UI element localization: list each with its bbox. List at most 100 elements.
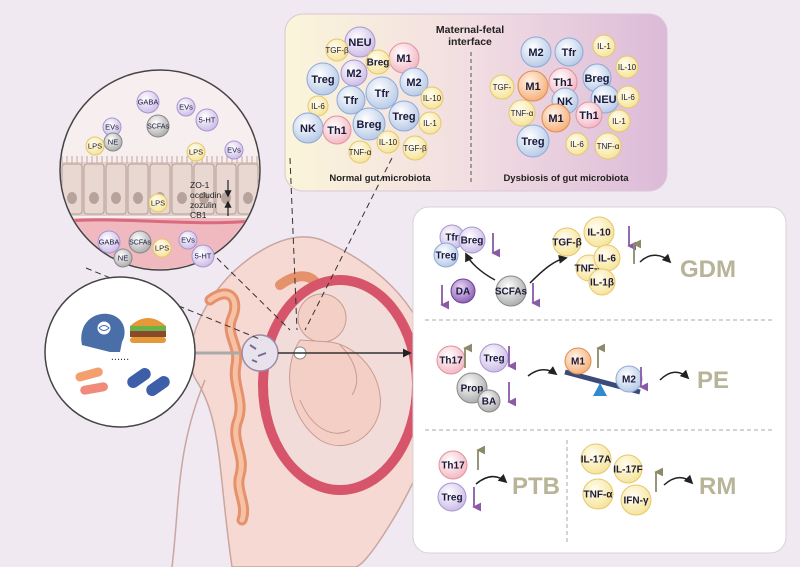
cell-evs: EVs <box>176 97 196 117</box>
cell-5-ht: 5-HT <box>195 108 219 132</box>
cell-label: GABA <box>99 238 120 247</box>
cell-il-10: IL-10 <box>583 216 615 248</box>
interface-title-line1: Maternal-fetal <box>436 24 504 36</box>
cell-label: LPS <box>155 244 169 253</box>
cell-body <box>348 140 372 164</box>
cell-body <box>376 130 400 154</box>
cell-body <box>450 278 476 304</box>
cell-body <box>325 38 349 62</box>
cell-body <box>554 37 584 67</box>
cell-body <box>613 454 643 484</box>
cell-body <box>420 86 444 110</box>
maternal-fetal-interface-panel: Maternal-fetal interface Normal gut micr… <box>284 13 668 192</box>
ellipsis-text: ...... <box>111 351 129 363</box>
cell-label: IL-6 <box>598 254 616 265</box>
cell-body <box>516 124 550 158</box>
cell-label: IL-17A <box>581 455 612 466</box>
cell-il-1: IL-1 <box>607 109 631 133</box>
cell-body <box>458 226 486 254</box>
cell-label: Breg <box>461 236 484 247</box>
dysbiosis-gut-label: Dysbiosis of gut microbiota <box>503 173 629 184</box>
cell-label: IL-10 <box>423 94 442 103</box>
epithelial-cell <box>127 163 149 215</box>
epithelial-cell <box>83 163 105 215</box>
cell-evs: EVs <box>224 140 244 160</box>
cell-body <box>620 484 652 516</box>
cell-label: TNF-α <box>349 148 372 157</box>
cell-nk: NK <box>292 112 324 144</box>
cell-nucleus <box>243 192 253 204</box>
cell-breg: Breg <box>458 226 486 254</box>
cell-label: IL-6 <box>570 140 584 149</box>
fetus <box>289 293 381 446</box>
cell-label: IL-1β <box>590 278 614 289</box>
cell-label: TNF-α <box>575 264 605 275</box>
cell-label: GABA <box>138 98 159 107</box>
pregnant-body <box>171 236 437 567</box>
cell-label: 5-HT <box>199 116 216 125</box>
cell-label: TNF-α <box>584 490 614 501</box>
cell-tgf: TGF-β <box>552 227 582 257</box>
cell-label: M1 <box>548 113 563 125</box>
cell-body <box>322 115 352 145</box>
cell-body <box>580 443 612 475</box>
cell-body <box>479 343 509 373</box>
cell-body <box>418 111 442 135</box>
cell-label: NEU <box>348 37 371 49</box>
cell-scfas: SCFAs <box>495 275 528 307</box>
epithelial-cell <box>61 163 83 215</box>
cell-label: IFN-γ <box>624 496 649 507</box>
cell-body <box>191 244 215 268</box>
cell-th17: Th17 <box>436 345 466 375</box>
cell-body <box>136 90 160 114</box>
junction-zo1: ZO-1 <box>190 180 210 190</box>
cell-label: IL-1 <box>423 119 437 128</box>
cell-body <box>365 76 399 110</box>
cell-body <box>564 347 592 375</box>
cell-body <box>306 62 340 96</box>
cell-lps: LPS <box>148 193 168 213</box>
cell-body <box>402 135 428 161</box>
cell-label: TGF-β <box>403 144 427 153</box>
cell-m1: M1 <box>541 103 571 133</box>
cell-body <box>552 227 582 257</box>
cell-il-1: IL-1β <box>588 268 616 296</box>
cell-label: EVs <box>179 103 193 112</box>
cell-il-10: IL-10 <box>376 130 400 154</box>
cell-body <box>113 248 133 268</box>
cell-th17: Th17 <box>438 450 468 480</box>
cell-ne: NE <box>103 132 123 152</box>
influence-factors-circle: ...... <box>44 276 196 428</box>
cell-label: BA <box>482 397 496 408</box>
cell-label: IL-1 <box>597 42 611 51</box>
epithelial-cell <box>215 163 237 215</box>
cell-body <box>508 99 536 127</box>
cell-label: Breg <box>367 58 390 69</box>
cell-il-10: IL-10 <box>420 86 444 110</box>
cell-body <box>97 230 121 254</box>
cell-label: DA <box>456 287 470 298</box>
cell-body <box>517 70 549 102</box>
cell-label: IL-6 <box>311 102 325 111</box>
gdm-label: GDM <box>680 256 736 283</box>
burger-icon <box>130 318 166 343</box>
cell-body <box>520 36 552 68</box>
cell-label: M2 <box>622 375 636 386</box>
cell-tgf: TGF-β <box>402 135 428 161</box>
cell-body <box>607 109 631 133</box>
cell-label: LPS <box>88 142 102 151</box>
cell-label: EVs <box>227 146 241 155</box>
cell-nucleus <box>177 192 187 204</box>
cell-m2: M2 <box>340 59 368 87</box>
cell-breg: Breg <box>352 107 386 141</box>
cell-label: SCFAs <box>147 124 169 131</box>
junction-cb1: CB1 <box>190 210 207 220</box>
cell-label: Tfr <box>562 47 577 59</box>
cell-body <box>388 100 420 132</box>
cell-label: Th17 <box>441 461 465 472</box>
cell-tfr: Tfr <box>554 37 584 67</box>
cell-body <box>582 478 614 510</box>
cell-body <box>541 103 571 133</box>
